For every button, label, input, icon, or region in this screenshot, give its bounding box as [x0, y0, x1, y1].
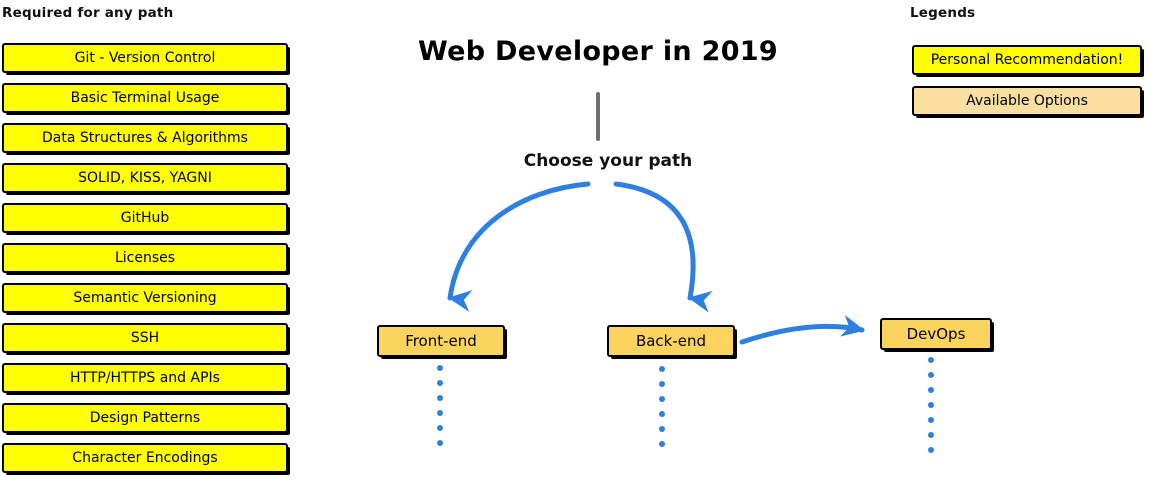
skill-box[interactable]: GitHub	[2, 203, 288, 233]
required-section-heading: Required for any path	[2, 5, 174, 21]
skill-box-label: SSH	[130, 330, 160, 346]
dot	[437, 440, 443, 446]
continuation-dots-frontend	[437, 365, 443, 455]
dot	[437, 425, 443, 431]
dot	[928, 357, 934, 363]
legend-label: Available Options	[966, 93, 1088, 109]
dot	[659, 396, 665, 402]
dot	[437, 380, 443, 386]
dot	[928, 372, 934, 378]
arrow-backend-to-devops	[739, 314, 865, 345]
dot	[437, 410, 443, 416]
path-box-devops[interactable]: DevOps	[880, 318, 992, 350]
dot	[659, 426, 665, 432]
skill-box-label: Basic Terminal Usage	[70, 90, 220, 106]
path-box-backend[interactable]: Back-end	[607, 325, 735, 357]
skill-box[interactable]: SSH	[2, 323, 288, 353]
dot	[928, 447, 934, 453]
skill-box[interactable]: HTTP/HTTPS and APIs	[2, 363, 288, 393]
skill-box-label: Licenses	[114, 250, 176, 266]
choose-your-path-label: Choose your path	[523, 151, 693, 171]
skill-box-label: GitHub	[120, 210, 170, 226]
required-skills-list: Git - Version Control Basic Terminal Usa…	[2, 43, 288, 483]
skill-box[interactable]: Semantic Versioning	[2, 283, 288, 313]
skill-box-label: Design Patterns	[89, 410, 201, 426]
skill-box[interactable]: Character Encodings	[2, 443, 288, 473]
trunk-connector-line	[596, 92, 600, 141]
skill-box-label: Character Encodings	[72, 450, 218, 466]
page-title: Web Developer in 2019	[418, 36, 778, 67]
skill-box[interactable]: Basic Terminal Usage	[2, 83, 288, 113]
legend-personal-recommendation: Personal Recommendation!	[912, 45, 1142, 75]
dot	[659, 381, 665, 387]
path-box-label: Back-end	[635, 332, 707, 350]
legend-available-options: Available Options	[912, 86, 1142, 116]
dot	[659, 441, 665, 447]
skill-box-label: SOLID, KISS, YAGNI	[78, 170, 212, 186]
arrow-to-backend	[613, 181, 713, 313]
dot	[928, 432, 934, 438]
skill-box[interactable]: Licenses	[2, 243, 288, 273]
path-box-label: DevOps	[906, 325, 966, 343]
skill-box-label: Semantic Versioning	[73, 290, 217, 306]
skill-box-label: HTTP/HTTPS and APIs	[70, 370, 220, 386]
skill-box[interactable]: SOLID, KISS, YAGNI	[2, 163, 288, 193]
skill-box[interactable]: Git - Version Control	[2, 43, 288, 73]
dot	[437, 365, 443, 371]
path-box-frontend[interactable]: Front-end	[377, 325, 505, 357]
skill-box[interactable]: Data Structures & Algorithms	[2, 123, 288, 153]
dot	[928, 402, 934, 408]
dot	[659, 411, 665, 417]
legend-label: Personal Recommendation!	[930, 52, 1124, 68]
continuation-dots-devops	[928, 357, 934, 462]
dot	[928, 417, 934, 423]
path-box-label: Front-end	[405, 332, 477, 350]
dot	[437, 395, 443, 401]
dot	[928, 387, 934, 393]
skill-box[interactable]: Design Patterns	[2, 403, 288, 433]
legends-heading: Legends	[910, 5, 976, 21]
dot	[659, 366, 665, 372]
continuation-dots-backend	[659, 366, 665, 456]
skill-box-label: Git - Version Control	[74, 50, 216, 66]
arrow-to-frontend	[447, 181, 591, 312]
skill-box-label: Data Structures & Algorithms	[42, 130, 248, 146]
